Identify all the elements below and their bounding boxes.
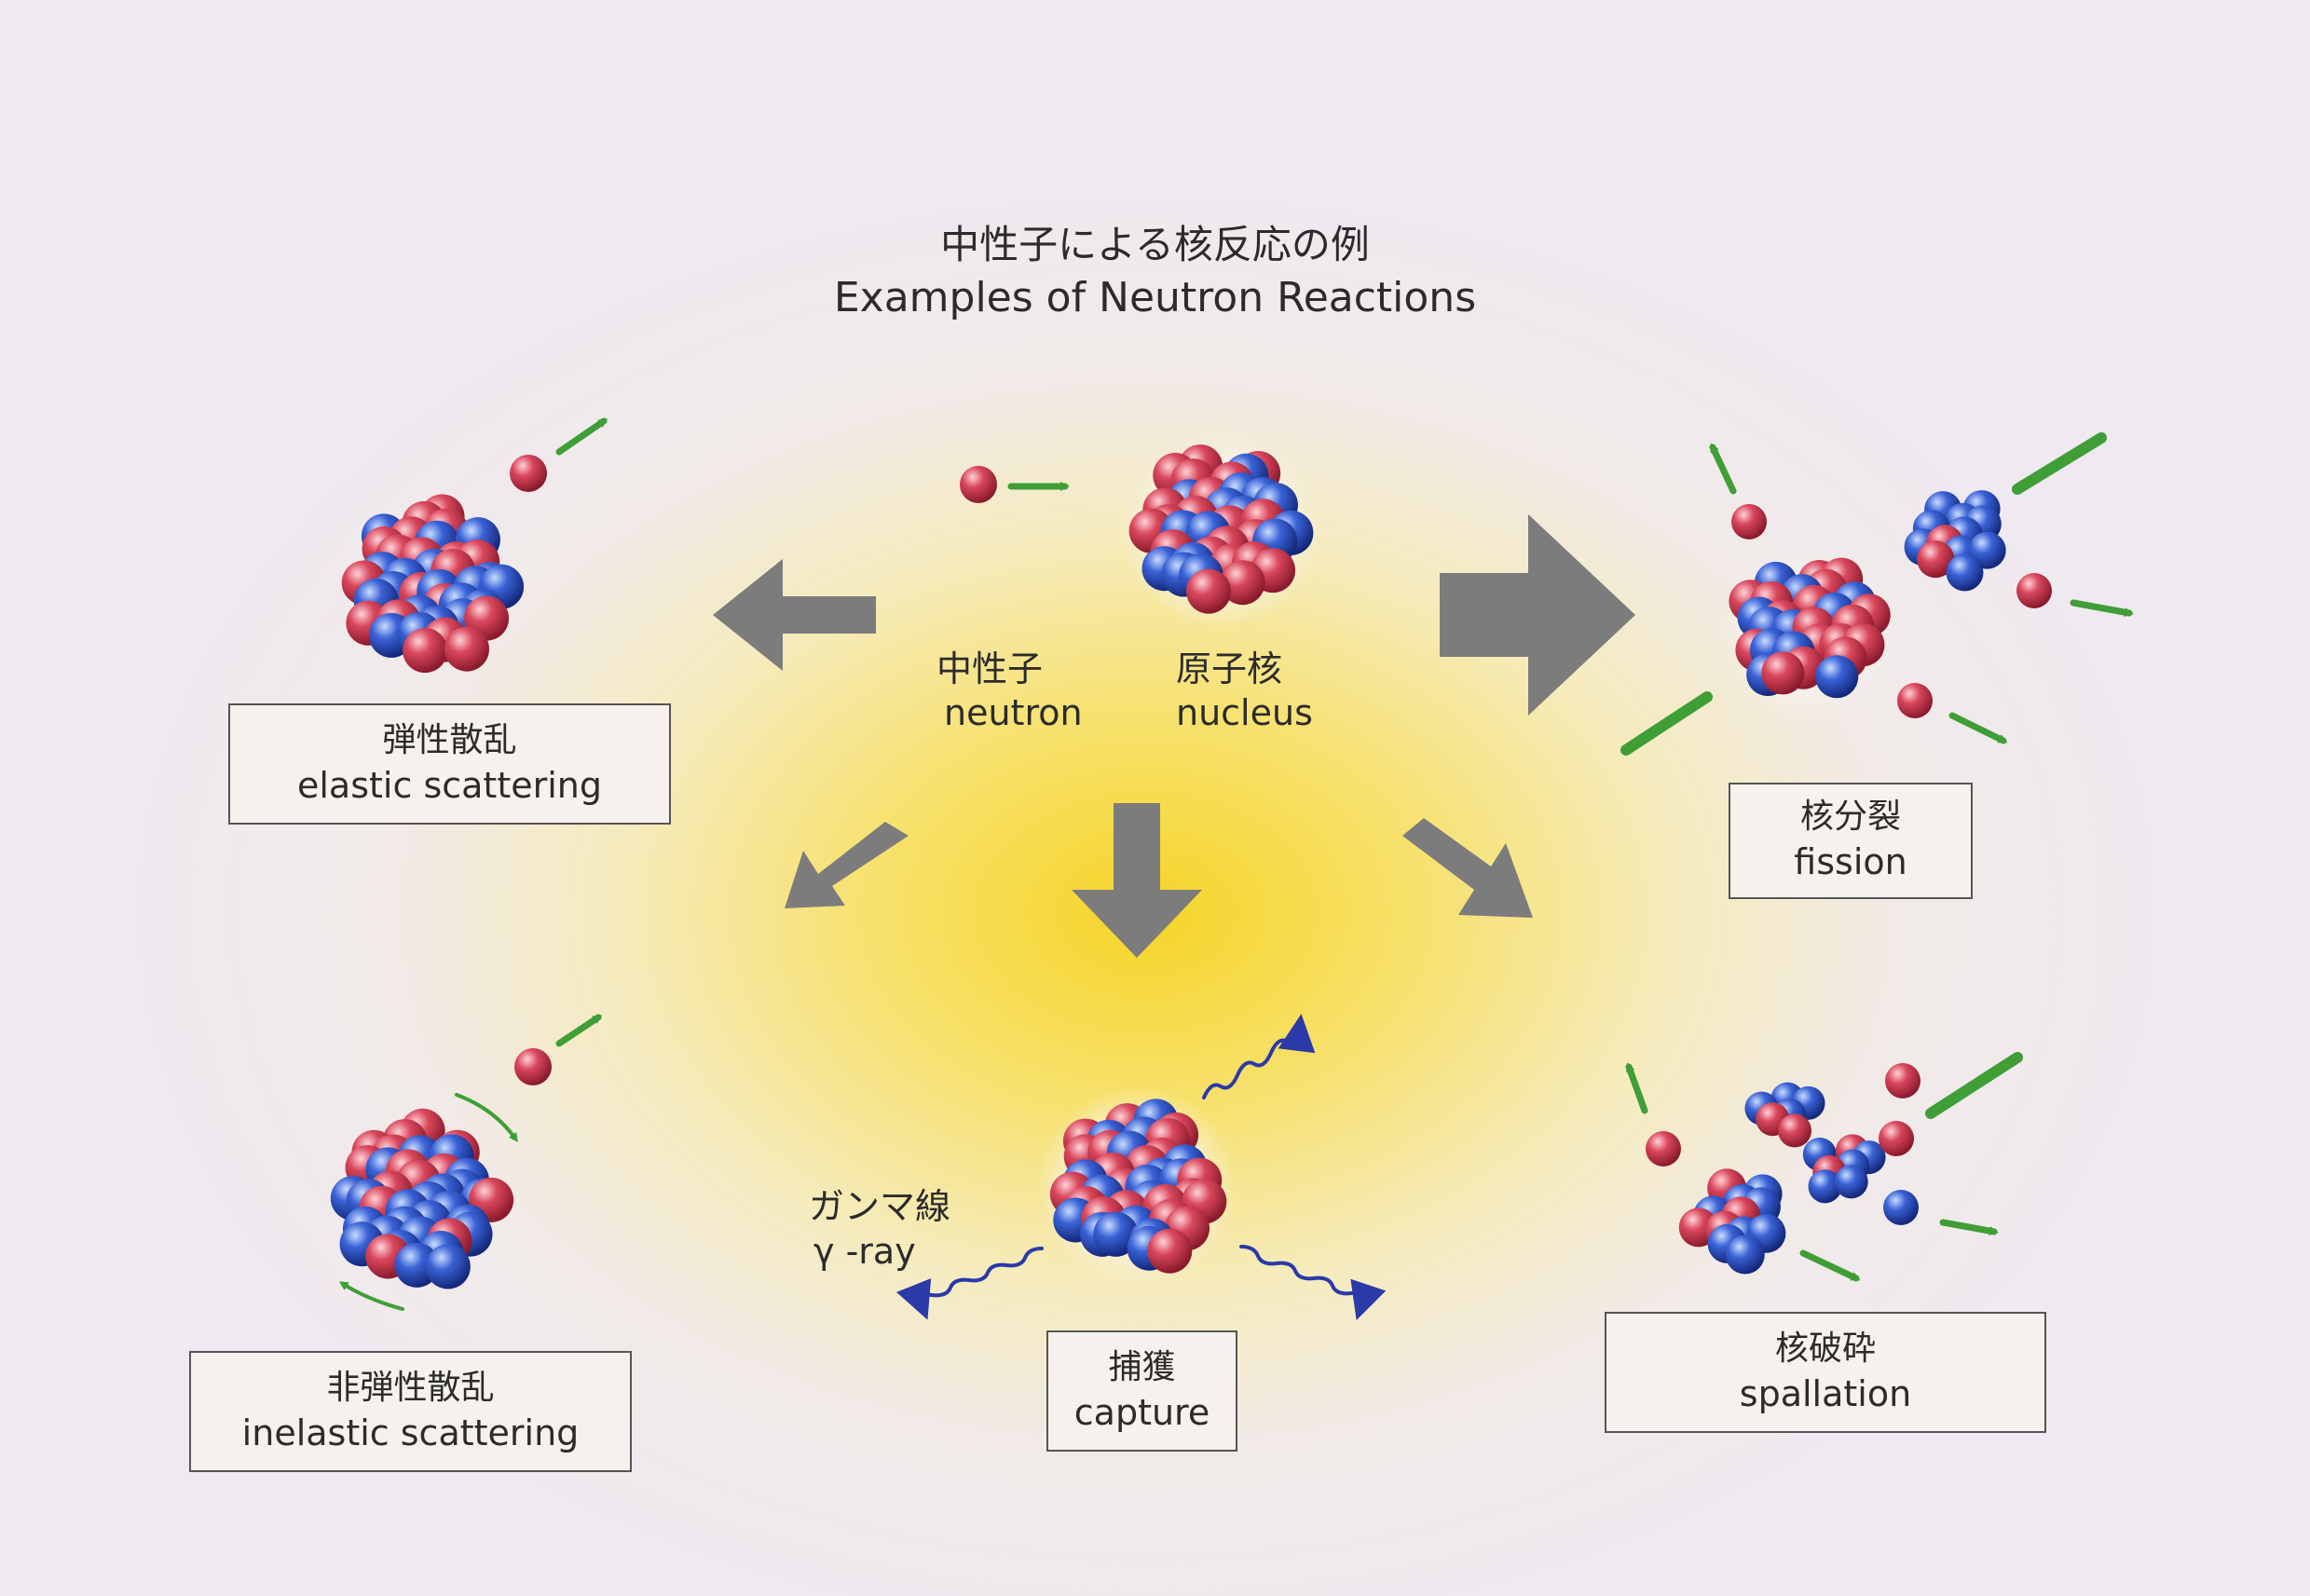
- fission-fragment-b-proton: [1917, 540, 1955, 579]
- inelastic-en: inelastic scattering: [241, 1412, 580, 1453]
- elastic-neutron-arrow: [555, 417, 608, 456]
- title-japanese: 中性子による核反応の例: [940, 222, 1370, 267]
- label-capture: 捕獲 capture: [1046, 1330, 1237, 1452]
- elastic-jp: 弾性散乱: [382, 720, 517, 759]
- inelastic-jp: 非弾性散乱: [326, 1368, 495, 1407]
- spallation-fragment-c-neutron: [1808, 1169, 1842, 1204]
- nucleus-label-jp: 原子核: [1176, 648, 1283, 689]
- fission-fragment-b-neutron: [1946, 553, 1984, 592]
- inelastic-recoil-arrow-top: [455, 1093, 518, 1143]
- fission-neutron-arrow-1: [1709, 443, 1737, 495]
- capture-nucleus-proton: [1147, 1228, 1193, 1274]
- label-spallation: 核破砕 spallation: [1605, 1312, 2046, 1433]
- gamma-wave-left: [896, 1247, 1044, 1320]
- fission-neutron-arrow-3: [1948, 712, 2008, 744]
- spallation-proton-1: [1646, 1131, 1681, 1166]
- inelastic-neutron-arrow: [555, 1014, 603, 1047]
- inelastic-outgoing-neutron: [514, 1048, 552, 1085]
- spallation-proton-3: [1879, 1121, 1914, 1156]
- fission-jp: 核分裂: [1799, 798, 1901, 837]
- elastic-outgoing-neutron: [510, 455, 547, 492]
- spallation-fragment-a-neutron: [1725, 1235, 1765, 1275]
- gamma-wave-up: [1202, 1014, 1316, 1099]
- spallation-jp: 核破砕: [1774, 1329, 1876, 1368]
- fission-free-neutron-1: [1731, 504, 1767, 539]
- fission-fragment-arrow-1: [2012, 432, 2107, 495]
- spallation-arrow-2: [1925, 1052, 2023, 1119]
- fission-neutron-arrow-2: [2070, 599, 2134, 618]
- incoming-neutron: [960, 466, 997, 503]
- nucleus-label-en: nucleus: [1176, 692, 1313, 733]
- capture-nucleus-neutron: [1093, 1211, 1139, 1257]
- neutron-label-en: neutron: [944, 692, 1083, 733]
- inelastic-recoil-arrow-bottom: [338, 1281, 404, 1311]
- spallation-arrow-4: [1799, 1249, 1861, 1282]
- arrow-to-inelastic: [785, 822, 909, 908]
- arrow-to-elastic: [713, 559, 876, 671]
- capture-jp: 捕獲: [1108, 1347, 1176, 1386]
- fission-fragment-arrow-2: [1620, 691, 1713, 756]
- fission-fragment-a-proton: [1761, 651, 1805, 695]
- fission-fragment-a-neutron: [1815, 655, 1859, 699]
- inelastic-nucleus-neutron: [425, 1244, 471, 1289]
- neutron-label-jp: 中性子: [936, 648, 1044, 689]
- elastic-nucleus-proton: [403, 628, 448, 674]
- fission-free-neutron-2: [2016, 573, 2052, 608]
- label-elastic-scattering: 弾性散乱 elastic scattering: [228, 703, 671, 825]
- target-nucleus-proton: [1220, 560, 1265, 606]
- elastic-nucleus-proton: [444, 626, 489, 672]
- arrow-to-spallation: [1402, 818, 1533, 918]
- fission-free-neutron-3: [1897, 683, 1933, 718]
- arrow-to-capture: [1072, 803, 1202, 958]
- spallation-arrow-3: [1939, 1219, 1999, 1236]
- elastic-en: elastic scattering: [297, 764, 602, 806]
- spallation-fragment-c-neutron: [1834, 1165, 1868, 1199]
- label-inelastic-scattering: 非弾性散乱 inelastic scattering: [189, 1351, 632, 1472]
- gamma-waves: [896, 1014, 1387, 1320]
- gamma-label-en: γ -ray: [813, 1231, 916, 1272]
- gamma-label-jp: ガンマ線: [809, 1186, 951, 1227]
- title-english: Examples of Neutron Reactions: [833, 274, 1477, 321]
- spallation-en: spallation: [1739, 1372, 1912, 1414]
- spallation-neutron-1: [1883, 1190, 1919, 1225]
- gamma-wave-right: [1239, 1245, 1387, 1320]
- spallation-arrow-1: [1625, 1062, 1648, 1114]
- arrow-to-fission: [1440, 514, 1635, 716]
- spallation-fragment-b-proton: [1778, 1113, 1812, 1148]
- target-nucleus-proton: [1186, 568, 1232, 614]
- spallation-proton-2: [1885, 1063, 1920, 1098]
- motion-arrows: [338, 417, 2134, 1311]
- fission-en: fission: [1794, 841, 1907, 883]
- reaction-arrows: [713, 514, 1635, 958]
- label-fission: 核分裂 fission: [1729, 783, 1973, 899]
- capture-en: capture: [1073, 1391, 1210, 1433]
- nuclei-layer: [330, 428, 2052, 1289]
